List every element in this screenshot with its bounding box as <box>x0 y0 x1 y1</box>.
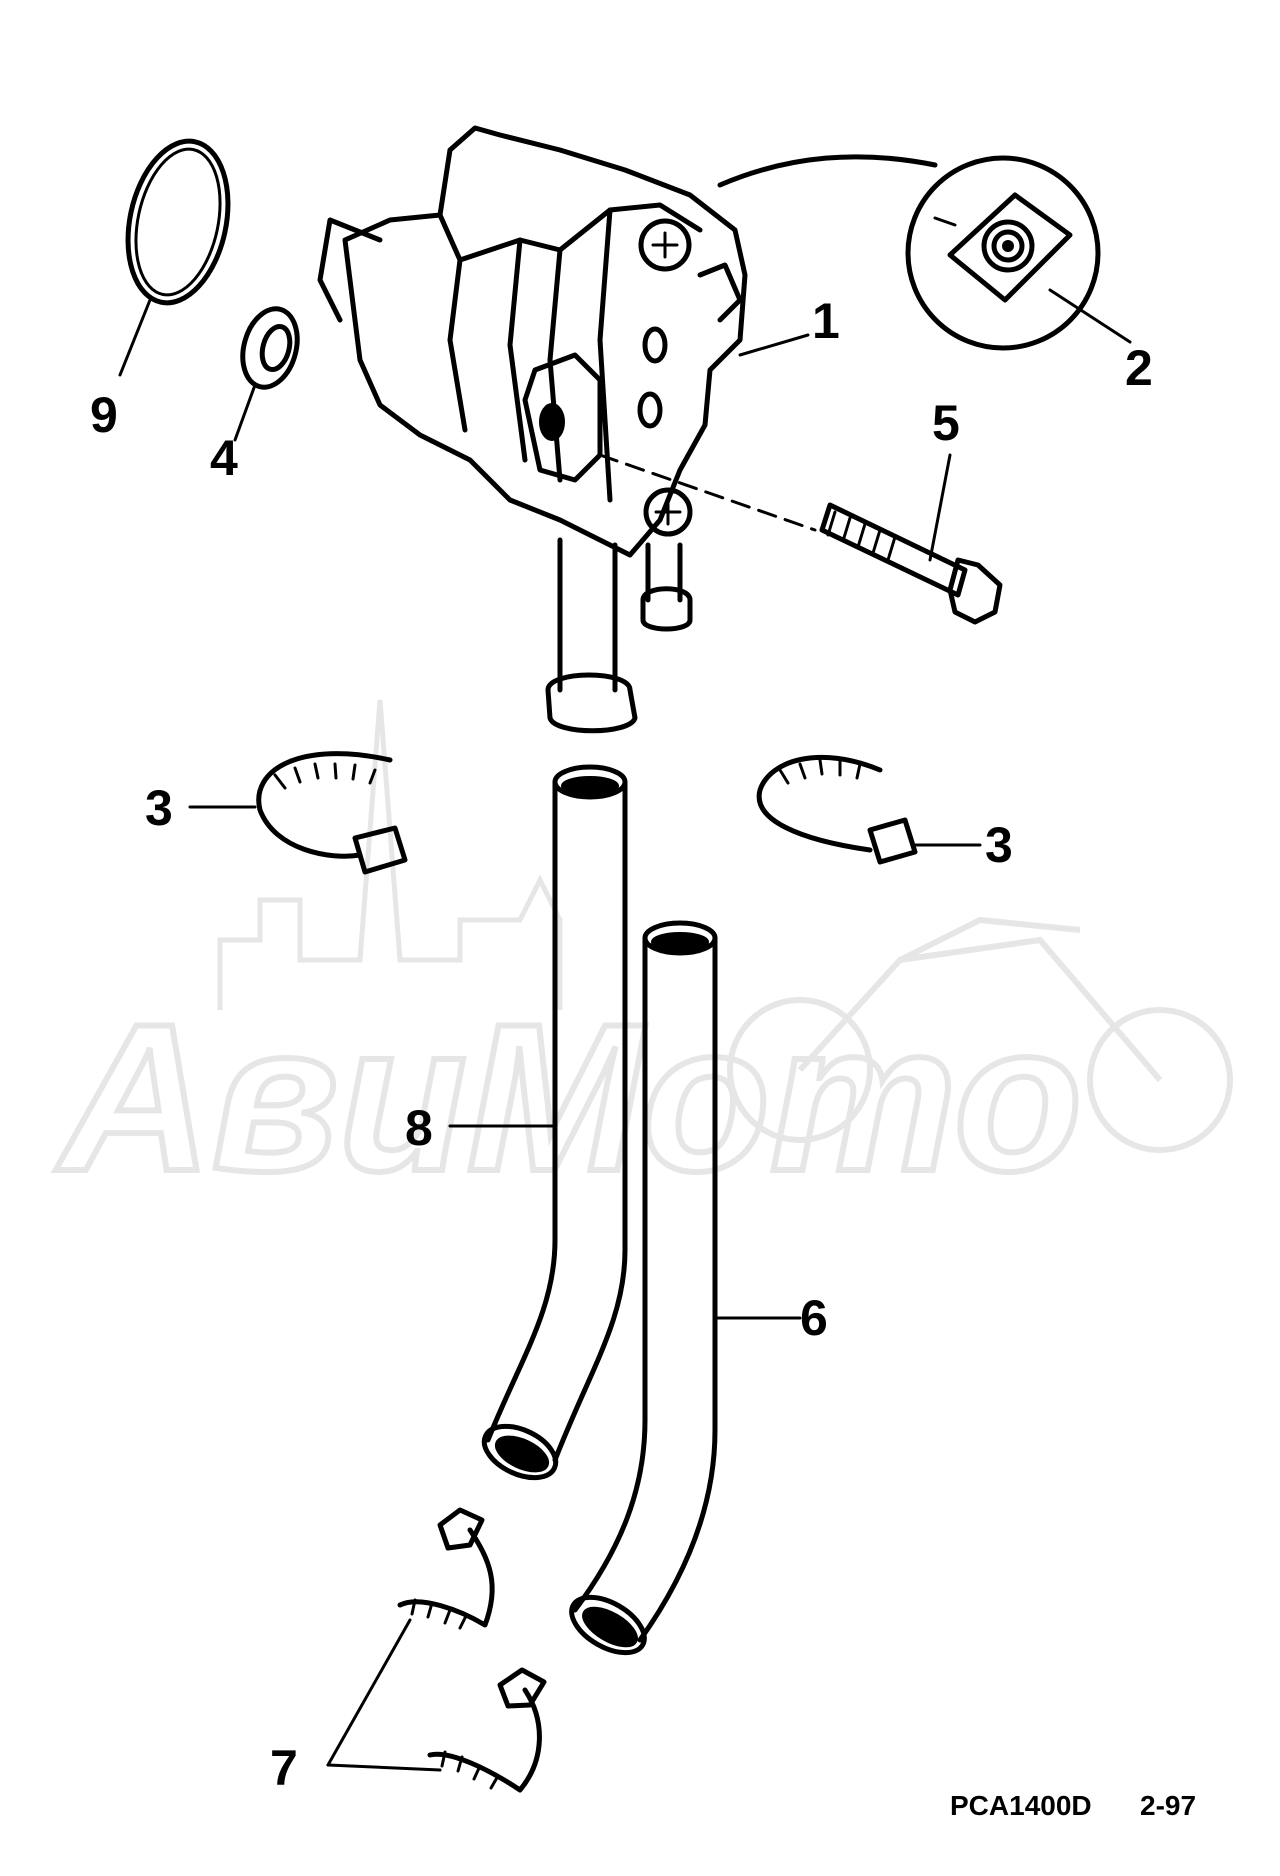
drawing-date: 2-97 <box>1140 1790 1196 1821</box>
callout-9: 9 <box>90 387 118 443</box>
callout-6: 6 <box>800 1290 828 1346</box>
part-6-hose <box>569 920 802 1656</box>
drawing-code: PCA1400D <box>950 1790 1092 1821</box>
callout-4: 4 <box>210 430 238 486</box>
callout-5: 5 <box>932 395 960 451</box>
part-5-bolt <box>598 453 1003 625</box>
watermark-city-icon <box>217 699 563 1010</box>
part-7-clamps <box>326 1507 547 1793</box>
watermark-motorcycle-icon <box>727 916 1233 1153</box>
part-9-o-ring <box>118 138 231 377</box>
callout-8: 8 <box>405 1100 433 1156</box>
watermark-text: АвиМото <box>55 980 1082 1215</box>
part-3-clamp-right <box>756 754 982 865</box>
callout-2: 2 <box>1125 340 1153 396</box>
callout-3-right: 3 <box>985 817 1013 873</box>
callout-7: 7 <box>270 1740 298 1796</box>
part-3-clamp-left <box>188 751 408 875</box>
callout-1: 1 <box>812 293 840 349</box>
part-8-hose <box>448 764 628 1481</box>
part-4-seal <box>233 306 300 442</box>
watermark: АвиМото <box>52 699 1233 1218</box>
callout-3-left: 3 <box>145 780 173 836</box>
part-1-fuel-pump <box>317 125 810 734</box>
part-2-diaphragm-detail <box>717 154 1132 351</box>
